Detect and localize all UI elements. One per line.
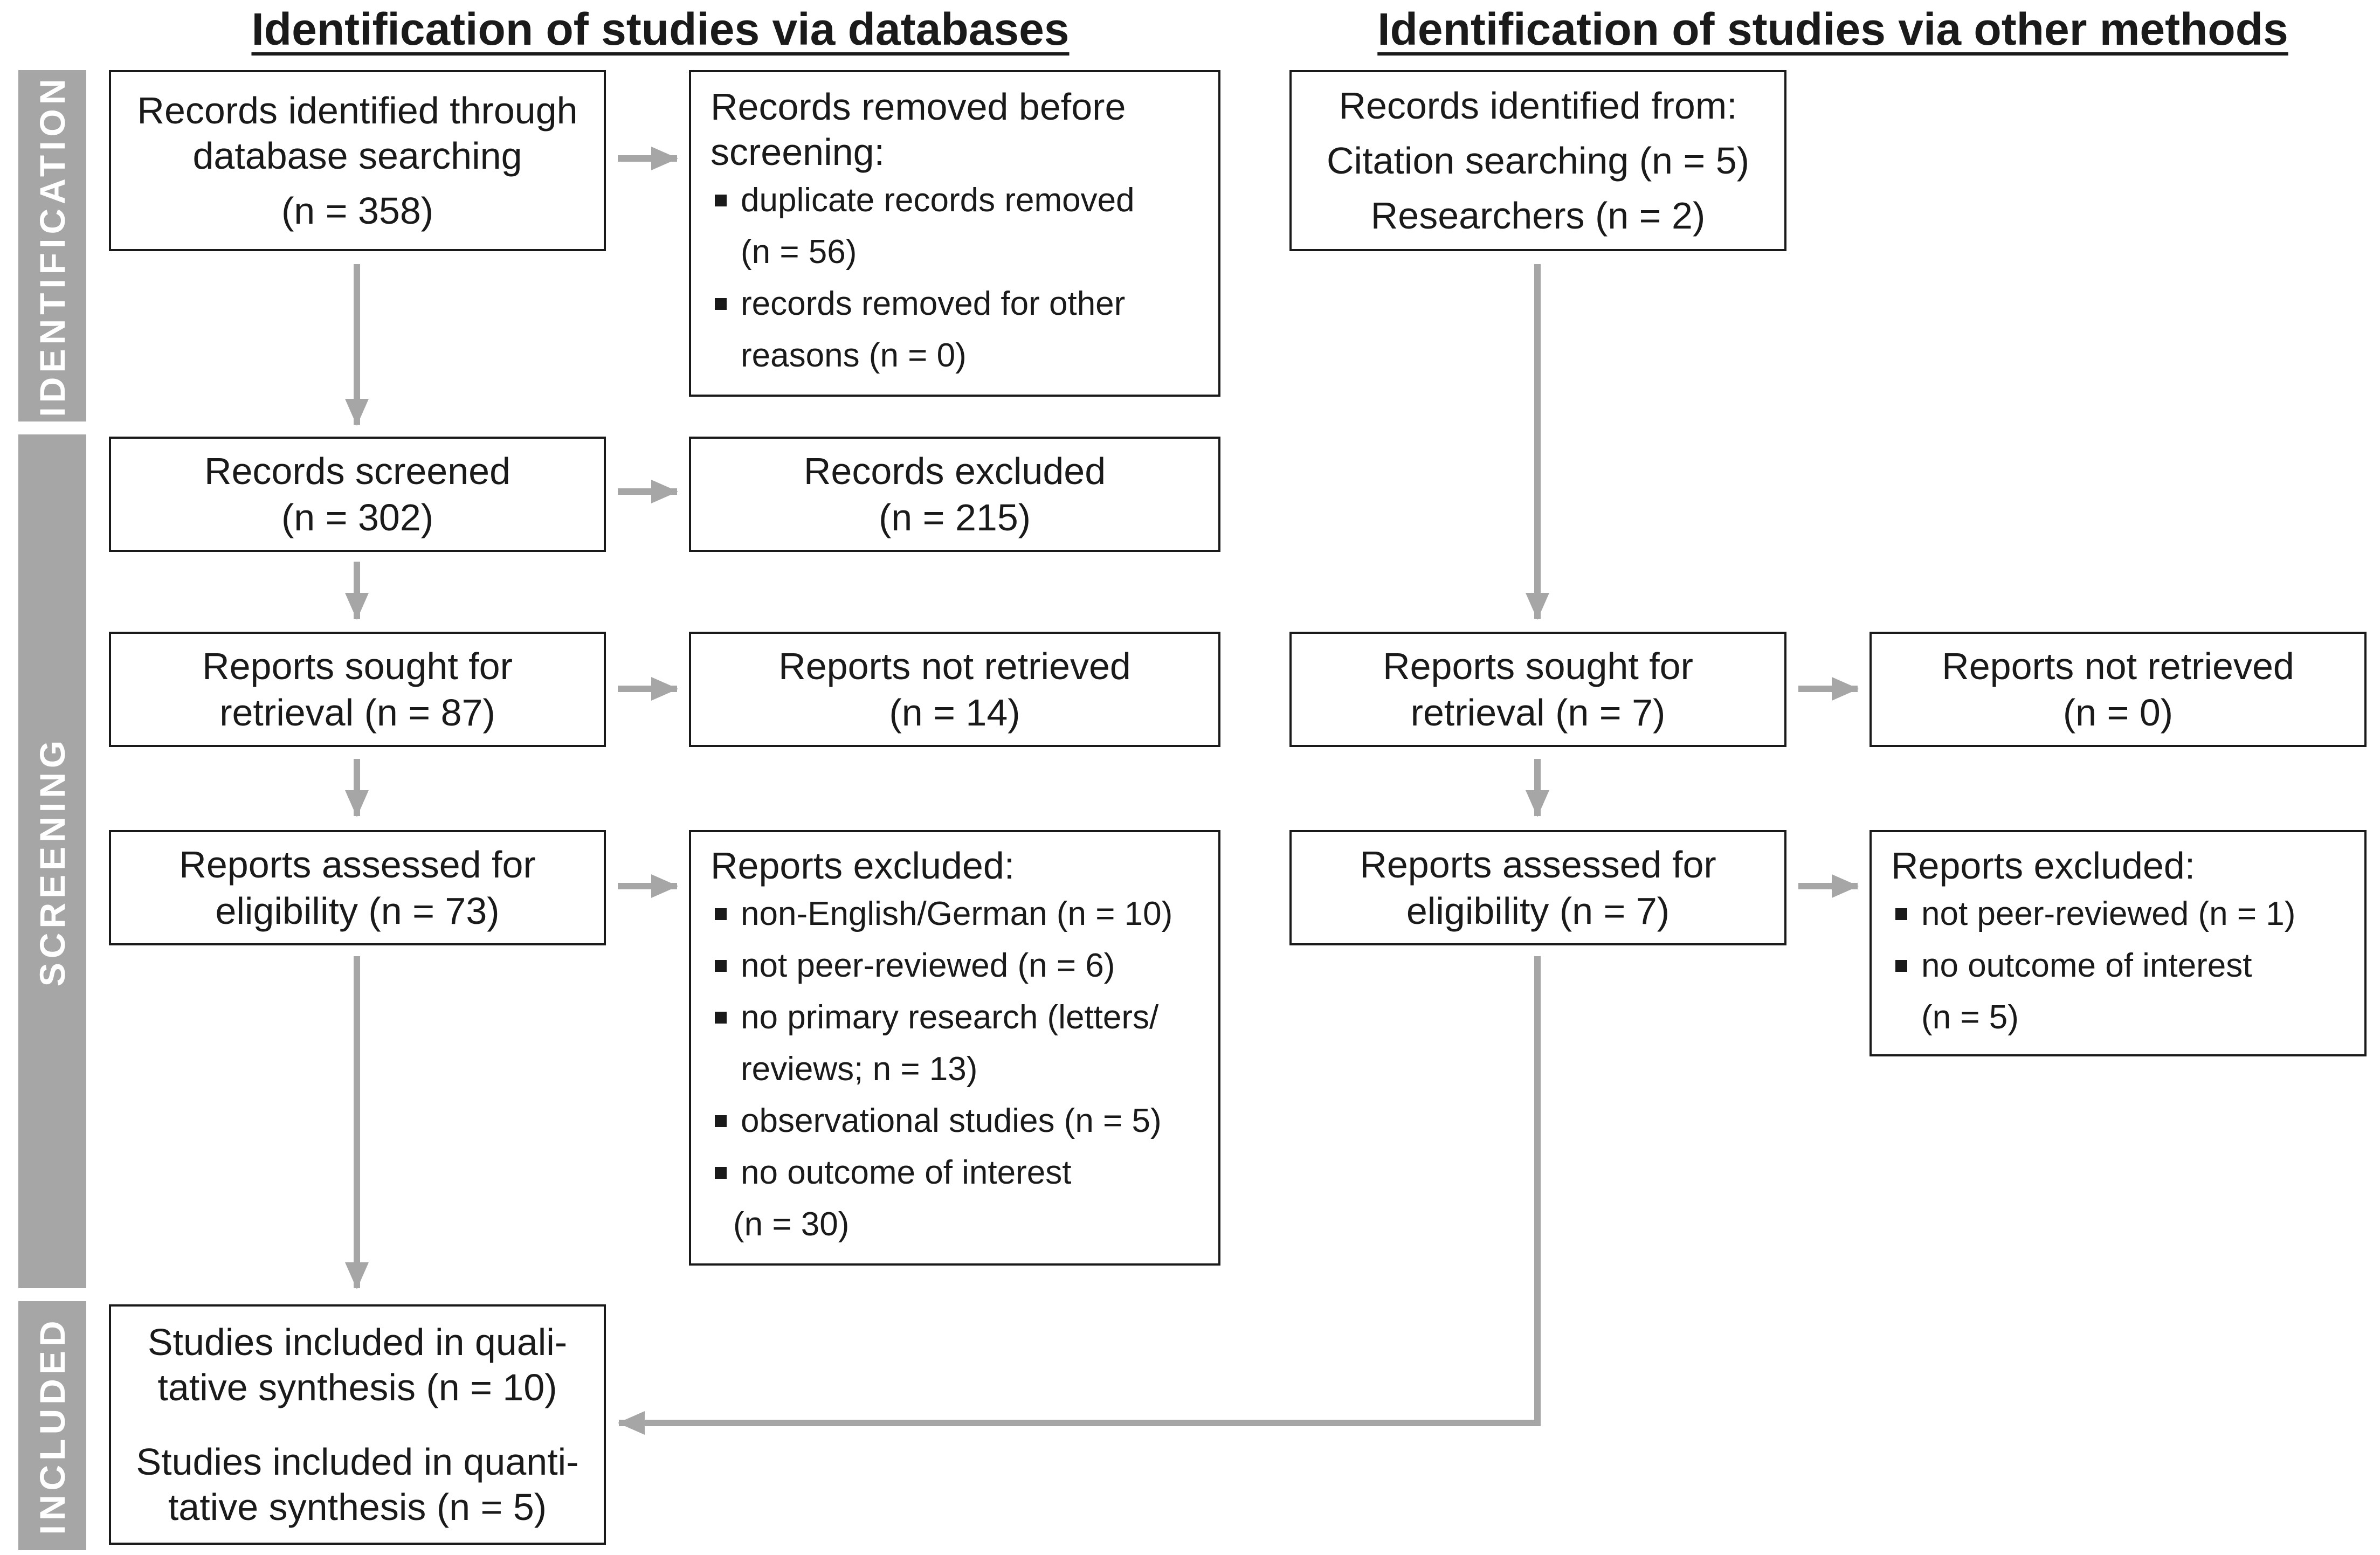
list-item-text: not peer-reviewed (n = 6) — [741, 947, 1115, 984]
text-line: (n = 14) — [889, 692, 1020, 734]
list-item-text: not peer-reviewed (n = 1) — [1921, 895, 2296, 932]
list-item-text: no primary research (letters/ — [741, 999, 1159, 1036]
box-other-reports-sought: Reports sought for retrieval (n = 7) — [1289, 632, 1786, 747]
text-line: tative synthesis (n = 10) — [157, 1366, 557, 1408]
list-item-text: no outcome of interest — [1921, 947, 2252, 984]
text-line: Reports sought for — [1383, 645, 1693, 687]
list-item-text: duplicate records removed — [741, 182, 1135, 219]
list-item-text: observational studies (n = 5) — [741, 1102, 1162, 1139]
bullet-square-icon — [715, 298, 727, 310]
text-line: eligibility (n = 7) — [1406, 890, 1670, 932]
text-line: screening: — [710, 131, 885, 173]
bullet-square-icon — [1895, 959, 1907, 972]
list-item: non-English/German (n = 10) — [710, 888, 1218, 940]
text-line: Citation searching (n = 5) — [1326, 140, 1749, 182]
text-line: Researchers (n = 2) — [1370, 195, 1706, 237]
text-line: Records excluded — [803, 450, 1106, 492]
bullet-square-icon — [715, 194, 727, 206]
bullet-square-icon — [715, 1166, 727, 1179]
bullet-square-icon — [715, 1115, 727, 1127]
box-reports-excluded: Reports excluded: non-English/German (n … — [689, 830, 1220, 1266]
box-records-excluded: Records excluded (n = 215) — [689, 437, 1220, 552]
text-line: Reports not retrieved — [778, 645, 1131, 687]
text-line: Records identified through — [137, 89, 578, 132]
box-records-removed: Records removed before screening: duplic… — [689, 70, 1220, 397]
heading-databases: Identification of studies via databases — [251, 4, 1070, 54]
text-line: (n = 0) — [2062, 692, 2174, 734]
list-item: no primary research (letters/ — [710, 992, 1218, 1043]
bullet-square-icon — [715, 959, 727, 972]
text-line: database searching — [192, 135, 522, 177]
list-item-continuation: (n = 5) — [1921, 999, 2019, 1036]
text-line: Studies included in quanti- — [136, 1441, 579, 1483]
list-item: not peer-reviewed (n = 6) — [710, 940, 1218, 992]
text-line: Records removed before — [710, 86, 1126, 128]
list-item-continuation: reasons (n = 0) — [741, 337, 967, 374]
heading-other-methods: Identification of studies via other meth… — [1377, 4, 2288, 54]
box-other-reports-assessed: Reports assessed for eligibility (n = 7) — [1289, 830, 1786, 945]
stage-bar-screening: SCREENING — [18, 434, 86, 1288]
box-records-screened: Records screened (n = 302) — [109, 437, 606, 552]
box-studies-included: Studies included in quali- tative synthe… — [109, 1304, 606, 1545]
list-item-text: records removed for other — [741, 285, 1126, 322]
list-item-text: no outcome of interest — [741, 1154, 1072, 1191]
list-item-continuation: (n = 30) — [733, 1206, 850, 1243]
list-item-continuation: (n = 56) — [741, 233, 857, 271]
text-line: (n = 215) — [878, 496, 1031, 538]
list-item: observational studies (n = 5) — [710, 1095, 1218, 1147]
text-line: Reports sought for — [202, 645, 513, 687]
text-line: Reports excluded: — [710, 845, 1015, 887]
bullet-square-icon — [715, 1011, 727, 1024]
text-line: retrieval (n = 7) — [1410, 692, 1666, 734]
stage-bar-identification: IDENTIFICATION — [18, 70, 86, 421]
stage-bar-included: INCLUDED — [18, 1301, 86, 1550]
text-line: Reports assessed for — [179, 844, 536, 886]
box-records-identified: Records identified through database sear… — [109, 70, 606, 251]
text-line: retrieval (n = 87) — [219, 692, 495, 734]
text-line: Reports assessed for — [1360, 844, 1716, 886]
list-item: no outcome of interest — [1891, 940, 2364, 992]
list-item: no outcome of interest — [710, 1147, 1218, 1199]
box-reports-assessed: Reports assessed for eligibility (n = 73… — [109, 830, 606, 945]
text-line: Records identified from: — [1339, 85, 1737, 127]
text-line: eligibility (n = 73) — [215, 890, 500, 932]
text-line: Records screened — [204, 450, 511, 492]
text-line: tative synthesis (n = 5) — [168, 1486, 547, 1528]
list-item: records removed for other — [710, 278, 1218, 330]
arrow-other-assessed-to-included — [618, 956, 1541, 1435]
box-reports-not-retrieved: Reports not retrieved (n = 14) — [689, 632, 1220, 747]
text-line: Reports excluded: — [1891, 845, 2196, 887]
list-item-text: non-English/German (n = 10) — [741, 895, 1173, 932]
text-line: Studies included in quali- — [147, 1321, 568, 1363]
bullet-square-icon — [1895, 908, 1907, 920]
bullet-square-icon — [715, 908, 727, 920]
box-other-reports-not-retrieved: Reports not retrieved (n = 0) — [1869, 632, 2367, 747]
box-reports-sought: Reports sought for retrieval (n = 87) — [109, 632, 606, 747]
box-other-reports-excluded: Reports excluded: not peer-reviewed (n =… — [1869, 830, 2367, 1056]
text-line: Reports not retrieved — [1942, 645, 2294, 687]
text-line: (n = 302) — [281, 496, 434, 538]
text-line: (n = 358) — [281, 190, 434, 232]
list-item-continuation: reviews; n = 13) — [741, 1051, 978, 1088]
list-item: not peer-reviewed (n = 1) — [1891, 888, 2364, 940]
box-other-records-identified: Records identified from: Citation search… — [1289, 70, 1786, 251]
list-item: duplicate records removed — [710, 175, 1218, 226]
